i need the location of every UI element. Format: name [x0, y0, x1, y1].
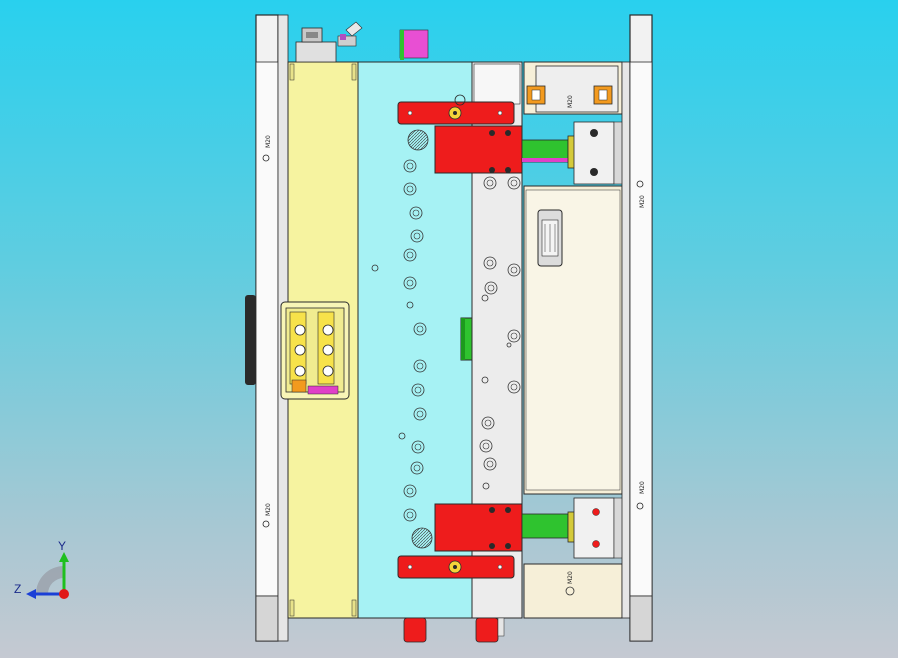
right-upper-block: M20: [523, 61, 623, 115]
wrench-fitting: [337, 21, 363, 47]
orange-connector: [593, 85, 613, 105]
water-holes: [371, 159, 427, 522]
yellow-plate: [280, 21, 363, 619]
bottom-red-bar: [397, 555, 515, 579]
bottom-red-slider: [434, 503, 523, 552]
bolt-size-label: M20: [567, 95, 574, 108]
bottom-hydraulic-cylinder: [521, 497, 631, 559]
orange-connector: [526, 85, 546, 105]
knurled-knob: [411, 527, 433, 549]
right-middle-plate: [523, 185, 623, 495]
bolt-marker: M20: [262, 135, 272, 162]
bolt-marker: M20: [636, 481, 646, 510]
triad-origin: [59, 589, 69, 599]
support-block: [280, 301, 350, 400]
bolt-size-label: M20: [639, 481, 646, 494]
bolt-size-label: M20: [265, 503, 272, 516]
bolt-marker: M20: [636, 180, 646, 208]
core-holes: [479, 176, 521, 490]
bolt-size-label: M20: [265, 135, 272, 148]
y-axis-label: Y: [58, 539, 66, 553]
electrical-connector: [537, 209, 563, 267]
red-nozzles: [403, 617, 505, 643]
right-clamp-plate: M20 M20: [621, 14, 653, 642]
locating-ring: [245, 295, 256, 385]
right-lower-block: M20: [523, 563, 623, 619]
hoist-fitting: [295, 27, 337, 63]
top-hydraulic-cylinder: [521, 121, 631, 185]
top-red-bar: [397, 94, 515, 125]
bolt-marker: M20: [262, 503, 272, 528]
view-orientation-triad[interactable]: Y Z: [14, 539, 69, 599]
z-axis-label: Z: [14, 582, 21, 596]
knurled-knob: [407, 129, 429, 151]
bolt-size-label: M20: [567, 571, 574, 584]
top-red-slider: [434, 125, 523, 174]
bolt-size-label: M20: [639, 195, 646, 208]
